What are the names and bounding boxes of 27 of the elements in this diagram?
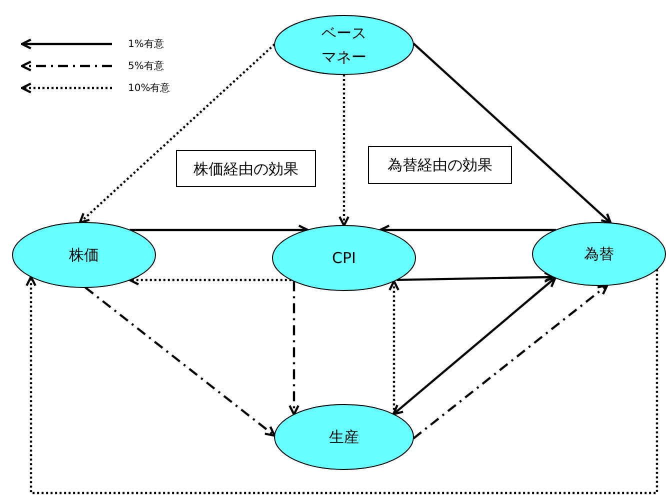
legend-label: 1%有意 [128, 38, 164, 51]
arrow [84, 286, 276, 437]
ellipse-node [12, 222, 156, 288]
node-label: ベースマネー [320, 23, 368, 68]
node-label: 株価 [69, 245, 99, 266]
node-label: 為替経由の効果 [388, 155, 492, 176]
legend-label: 5%有意 [128, 60, 164, 73]
node-label: 株価経由の効果 [194, 158, 298, 180]
arrow [128, 274, 292, 286]
arrow [392, 276, 556, 416]
label-box [368, 146, 512, 184]
label-box [176, 150, 316, 187]
arrow [412, 42, 612, 224]
arrow [26, 269, 658, 494]
node-label: 生産 [329, 427, 359, 448]
ellipse-node [272, 225, 416, 291]
node-label: CPI [332, 248, 356, 269]
ellipse-node [274, 15, 414, 75]
ellipse-node [274, 404, 414, 470]
legend-label: 10%有意 [128, 82, 170, 95]
arrow [338, 74, 350, 227]
arrow [288, 281, 300, 416]
ellipse-node [532, 222, 666, 286]
node-label: 為替 [584, 244, 614, 265]
arrow [412, 284, 608, 440]
arrow [78, 44, 276, 224]
arrow [396, 272, 555, 283]
